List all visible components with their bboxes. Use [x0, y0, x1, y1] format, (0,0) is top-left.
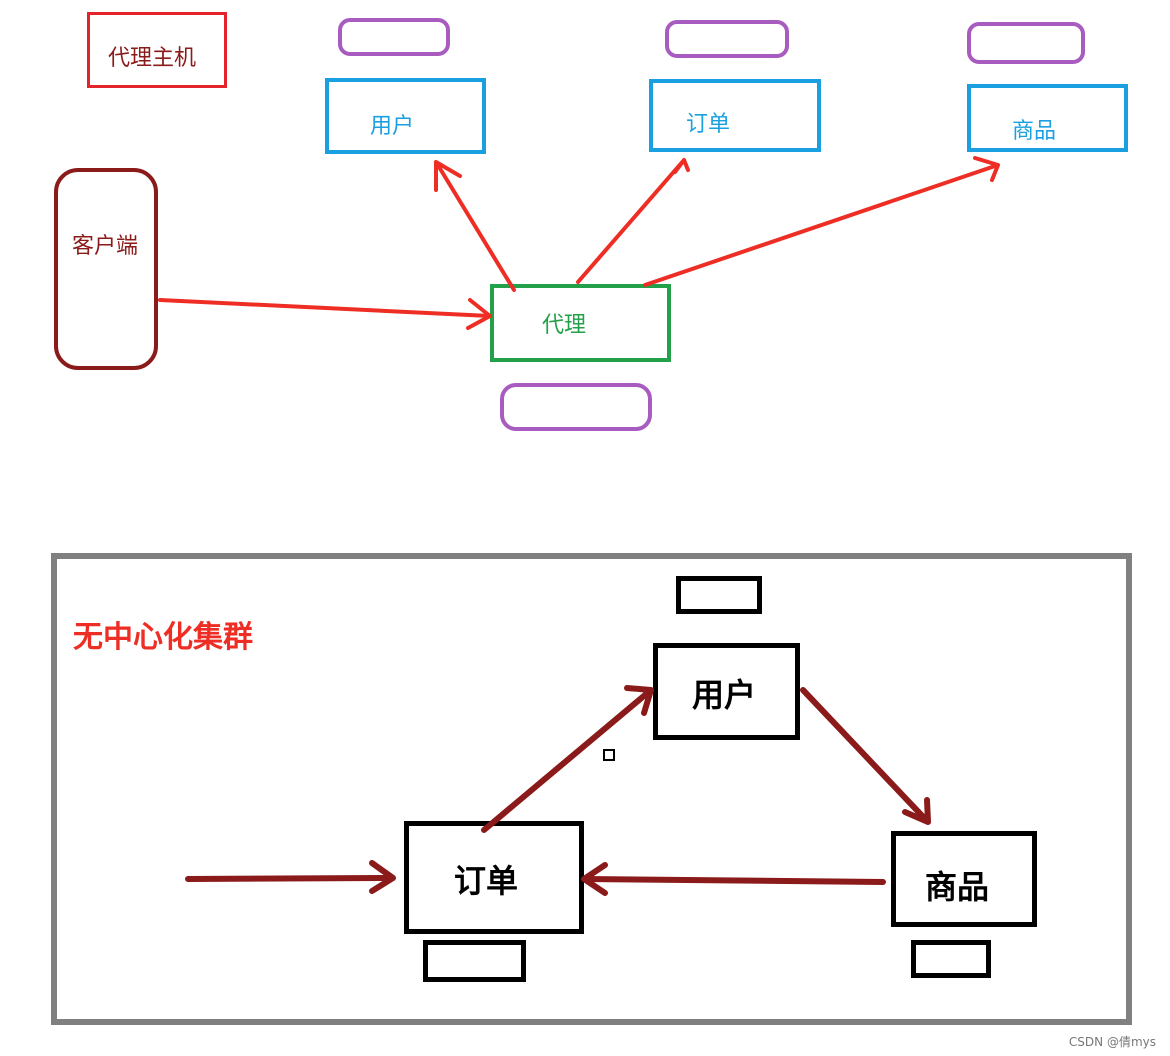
- order-to-user-arrow: [481, 685, 654, 833]
- user-cache-pill: [338, 18, 450, 56]
- user-node-label: 用户: [692, 676, 757, 714]
- footer-watermark: CSDN @倩mys: [1068, 1035, 1156, 1049]
- user-node-box: [653, 643, 800, 740]
- proxy-box: [490, 284, 671, 362]
- product-to-order-arrow: [581, 862, 886, 896]
- product-node-label: 商品: [925, 868, 990, 906]
- order-node-bar: [423, 940, 526, 982]
- product-service-box: [967, 84, 1128, 152]
- client-to-proxy-arrow: [158, 298, 492, 330]
- product-node-bar: [911, 940, 991, 978]
- cluster-frame: [51, 553, 1132, 1025]
- order-cache-pill: [665, 20, 789, 58]
- user-service-label: 用户: [370, 114, 415, 139]
- user-node-bar: [676, 576, 762, 614]
- proxy-host-label: 代理主机: [108, 46, 197, 71]
- proxy-to-user-arrow: [434, 160, 516, 292]
- proxy-to-order-arrow: [576, 158, 690, 284]
- order-service-label: 订单: [686, 112, 731, 137]
- proxy-host-box: [87, 12, 227, 88]
- order-node-label: 订单: [454, 862, 519, 900]
- cluster-title: 无中心化集群: [73, 620, 253, 655]
- small-square-marker: [603, 749, 615, 761]
- product-cache-pill: [967, 22, 1085, 64]
- product-node-box: [891, 831, 1037, 927]
- user-service-box: [325, 78, 486, 154]
- proxy-cache-pill: [500, 383, 652, 431]
- user-to-product-arrow: [800, 687, 931, 825]
- client-node: [54, 168, 158, 370]
- product-service-label: 商品: [1012, 119, 1057, 144]
- proxy-label: 代理: [542, 313, 587, 338]
- proxy-to-product-arrow: [643, 156, 1000, 287]
- order-service-box: [649, 79, 821, 152]
- client-label: 客户端: [72, 234, 139, 259]
- entry-to-order-arrow: [185, 860, 396, 894]
